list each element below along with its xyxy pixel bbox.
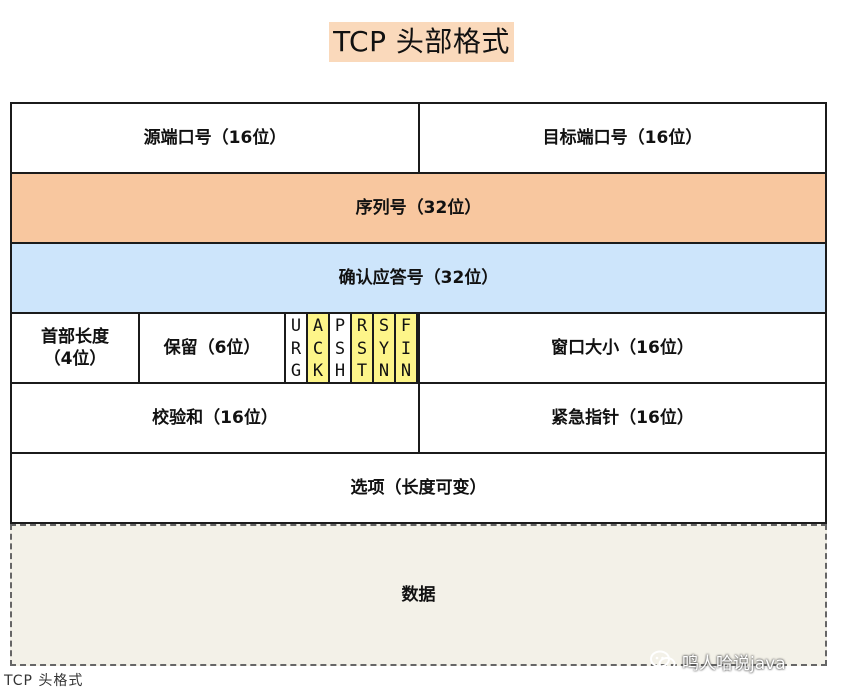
flag-letter: Y bbox=[378, 338, 390, 359]
flag-letter: N bbox=[378, 361, 390, 381]
diagram-title: TCP 头部格式 bbox=[329, 22, 514, 62]
title-wrap: TCP 头部格式 bbox=[0, 22, 843, 62]
destination-port-label: 目标端口号（16位） bbox=[542, 128, 703, 148]
header-length-label: 首部长度 bbox=[41, 327, 109, 347]
window-size-cell: 窗口大小（16位） bbox=[418, 312, 827, 384]
flag-letter: N bbox=[400, 361, 412, 381]
flag-letter: G bbox=[290, 361, 302, 381]
flag-letter: R bbox=[290, 338, 302, 359]
data-cell: 数据 bbox=[10, 524, 827, 666]
urgent-pointer-label: 紧急指针（16位） bbox=[551, 408, 694, 428]
flag-letter: H bbox=[334, 361, 346, 381]
options-cell: 选项（长度可变） bbox=[10, 452, 827, 524]
data-label: 数据 bbox=[401, 585, 436, 605]
flag-letter: F bbox=[400, 316, 412, 336]
wechat-icon bbox=[650, 650, 676, 671]
options-label: 选项（长度可变） bbox=[350, 478, 487, 498]
flag-letter: T bbox=[356, 361, 368, 381]
checksum-label: 校验和（16位） bbox=[152, 408, 278, 428]
header-length-bits: （4位） bbox=[43, 349, 107, 369]
source-port-label: 源端口号（16位） bbox=[143, 128, 287, 148]
ack-number-cell: 确认应答号（32位） bbox=[10, 242, 827, 314]
checksum-cell: 校验和（16位） bbox=[10, 382, 420, 454]
urgent-pointer-cell: 紧急指针（16位） bbox=[418, 382, 827, 454]
figure-caption: TCP 头格式 bbox=[4, 673, 84, 689]
flag-letter: P bbox=[334, 316, 346, 336]
flag-letter: S bbox=[356, 338, 368, 359]
flag-letter: A bbox=[312, 316, 324, 336]
watermark-text: 鸣人哈说java bbox=[682, 653, 786, 674]
sequence-number-label: 序列号（32位） bbox=[355, 198, 482, 218]
flag-letter: K bbox=[312, 361, 324, 381]
reserved-cell: 保留（6位） bbox=[138, 312, 286, 384]
watermark: 鸣人哈说java bbox=[650, 648, 786, 674]
flag-letter: C bbox=[312, 338, 324, 359]
reserved-label: 保留（6位） bbox=[163, 338, 261, 358]
ack-number-label: 确认应答号（32位） bbox=[338, 268, 499, 288]
flag-letter: S bbox=[334, 338, 346, 359]
flag-letter: R bbox=[356, 316, 368, 336]
source-port-cell: 源端口号（16位） bbox=[10, 102, 420, 174]
destination-port-cell: 目标端口号（16位） bbox=[418, 102, 827, 174]
header-length-cell: 首部长度 （4位） bbox=[10, 312, 140, 384]
flag-letter: U bbox=[290, 316, 302, 336]
flag-letter: I bbox=[400, 338, 412, 359]
window-size-label: 窗口大小（16位） bbox=[551, 338, 694, 358]
sequence-number-cell: 序列号（32位） bbox=[10, 172, 827, 244]
flag-letter: S bbox=[378, 316, 390, 336]
